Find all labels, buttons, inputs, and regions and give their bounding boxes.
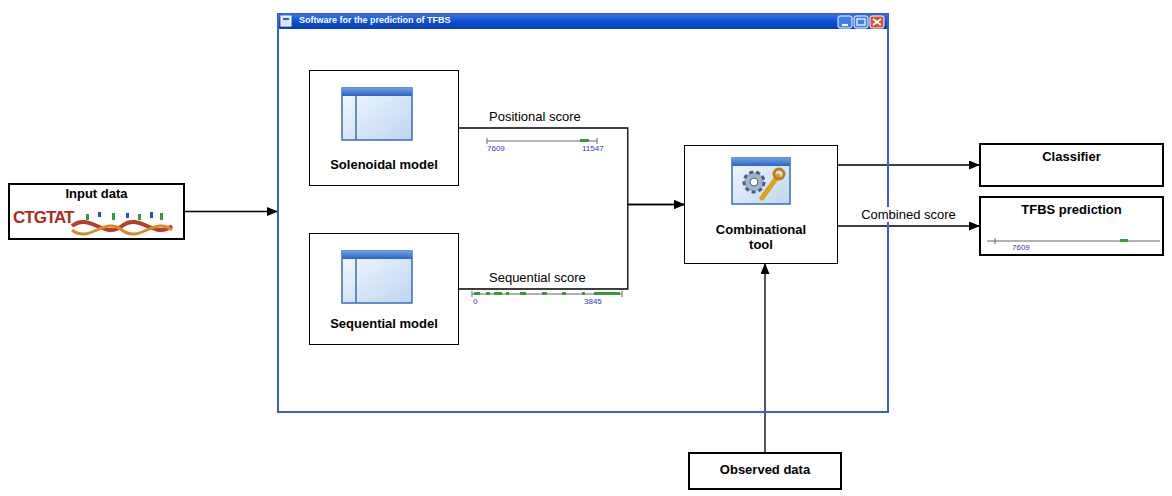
model-box: Sequential model: [309, 233, 459, 345]
node-label: Classifier: [985, 149, 1158, 165]
tool-box: Combinational tool: [684, 145, 838, 264]
connector-arrow: [459, 205, 684, 290]
connector-arrow: [459, 128, 684, 205]
track-coordinate: 0: [473, 298, 477, 306]
window-title-bar: [278, 14, 888, 29]
tool-icon: [732, 158, 790, 204]
model-box: Solenoidal model: [309, 70, 459, 186]
window-icon: [342, 251, 412, 303]
track-coordinate: 11547: [582, 145, 604, 153]
track-coordinate: 3845: [584, 298, 602, 306]
track-coordinate: 7609: [1012, 244, 1030, 252]
node-label: Solenoidal model: [314, 157, 454, 173]
dna-ribbon: [72, 212, 172, 234]
edge-label: Positional score: [487, 109, 583, 124]
window-icon: [342, 88, 412, 140]
node-label: Software for the prediction of TFBS: [299, 15, 451, 26]
node-label: Input data: [14, 186, 179, 202]
connector-arrow: [838, 164, 979, 165]
edge-label: Sequential score: [487, 270, 588, 285]
app-window: Software for the prediction of TFBS Solen…: [277, 13, 889, 413]
output-document: TFBS prediction: [979, 196, 1164, 256]
node-label: Combinational tool: [705, 222, 817, 253]
node-label: Observed data: [694, 462, 836, 478]
connector-arrow: [185, 211, 277, 212]
output-document: Classifier: [979, 143, 1164, 187]
score-track: [472, 291, 622, 297]
node-label: TFBS prediction: [985, 202, 1158, 218]
node-label: Sequential model: [314, 316, 454, 332]
connector-arrow: [838, 225, 979, 226]
score-track: [487, 138, 597, 144]
sequence-logo: CTGTAT: [13, 209, 73, 226]
edge-label: Combined score: [859, 207, 958, 222]
track-coordinate: 7609: [487, 145, 505, 153]
input-document: Observed data: [688, 452, 842, 490]
connector-arrow: [764, 264, 765, 452]
